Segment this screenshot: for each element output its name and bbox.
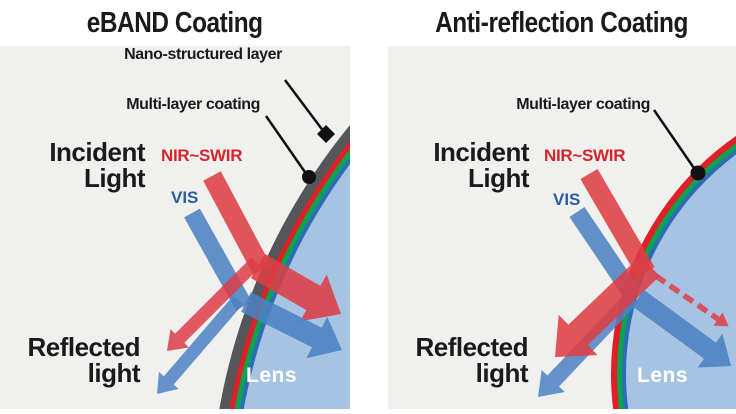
eband-diagram-svg (157, 79, 350, 409)
reflected-vis-arrow (157, 295, 243, 394)
multi-layer-marker-dot (302, 170, 316, 184)
reflected-light-label: Reflected light (27, 332, 140, 388)
reflected-nir-arrow-large (555, 255, 660, 357)
lens-label: Lens (246, 364, 298, 387)
vis-label: VIS (171, 188, 199, 207)
dashed-arrowhead (713, 312, 729, 327)
nano-layer-label: Nano-structured layer (124, 46, 282, 63)
nir-swir-label: NIR~SWIR (161, 146, 243, 165)
incident-nir-beam (203, 171, 271, 275)
transmitted-vis-arrow (241, 292, 342, 359)
panel-eband-coating: eBAND Coating (0, 0, 350, 409)
anti-reflection-diagram-svg (538, 109, 736, 409)
reflected-nir-arrow (167, 257, 261, 351)
multi-layer-leader-line (652, 109, 698, 172)
nano-layer-marker-diamond (317, 125, 335, 143)
multi-layer-leader-line (264, 115, 309, 176)
transmitted-vis-arrow (632, 289, 731, 368)
incident-light-label: Incident Light (49, 137, 145, 193)
incident-nir-beam (580, 169, 655, 277)
vis-label: VIS (553, 190, 581, 209)
multi-layer-marker-dot (690, 165, 706, 181)
anti-reflection-diagram: Multi-layer coating Incident Light NIR~S… (388, 46, 736, 409)
multi-layer-label: Multi-layer coating (516, 96, 650, 113)
dashed-shaft (654, 273, 720, 322)
panel-title-eband: eBAND Coating (87, 6, 263, 39)
nano-layer-leader-line (284, 79, 325, 133)
nir-swir-label: NIR~SWIR (544, 146, 626, 165)
transmitted-nir-arrow (251, 253, 341, 322)
multi-layer-label: Multi-layer coating (126, 96, 260, 113)
eband-diagram: Nano-structured layer Multi-layer coatin… (0, 46, 350, 409)
panel-anti-reflection-coating: Anti-reflection Coating (388, 0, 736, 409)
reflected-light-label: Reflected light (415, 332, 528, 388)
lens-label: Lens (637, 364, 689, 387)
transmitted-nir-weak-dashed-arrow (654, 273, 729, 327)
panel-title-anti-reflection: Anti-reflection Coating (435, 6, 689, 39)
incident-light-label: Incident Light (433, 137, 529, 193)
